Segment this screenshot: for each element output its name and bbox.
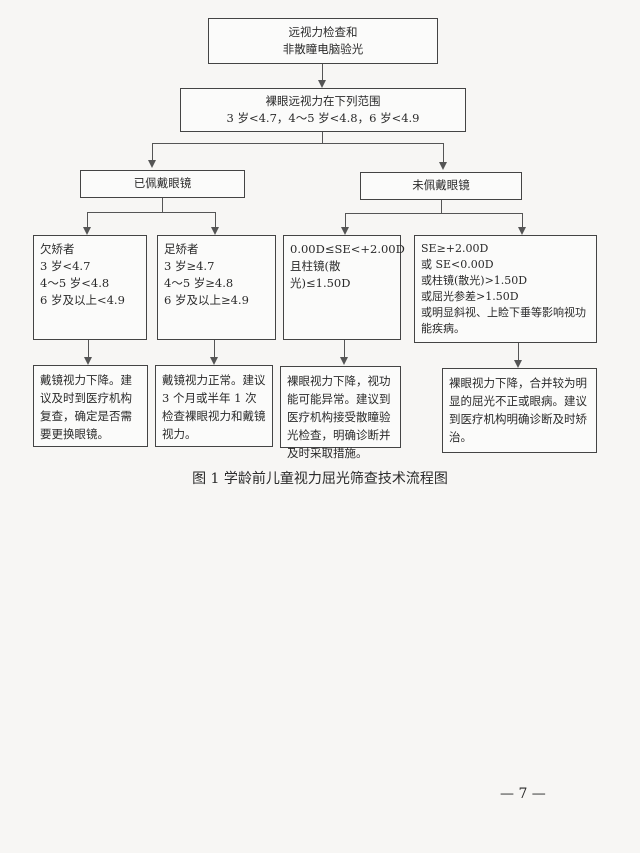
text: 戴镜视力正常。建议 3 个月或半年 1 次检查裸眼视力和戴镜视力。	[162, 373, 266, 441]
arrow-icon	[211, 227, 219, 235]
text: 3 岁<4.7，4～5 岁<4.8，6 岁<4.9	[226, 111, 420, 125]
page-number: — 7 —	[500, 786, 546, 802]
arrow-icon	[83, 227, 91, 235]
arrow-icon	[84, 357, 92, 365]
box-normal-refraction: 0.00D≤SE<+2.00D 且柱镜(散光)≤1.50D	[283, 235, 405, 340]
box-fully-corrected: 足矫者 3 岁≥4.7 4～5 岁≥4.8 6 岁及以上≥4.9	[157, 235, 276, 340]
text: 裸眼视力下降，合并较为明显的屈光不正或眼病。建议到医疗机构明确诊断及时矫治。	[449, 376, 587, 444]
arrow-icon	[514, 360, 522, 368]
connector	[345, 213, 347, 227]
connector	[322, 64, 324, 80]
text: 4～5 岁<4.8	[40, 276, 110, 290]
connector	[87, 212, 89, 227]
text: 6 岁及以上≥4.9	[164, 293, 249, 307]
connector	[215, 212, 217, 227]
arrow-icon	[518, 227, 526, 235]
connector	[152, 143, 443, 145]
text: 3 岁<4.7	[40, 259, 91, 273]
text: 远视力检查和	[288, 25, 358, 39]
text: 或 SE<0.00D	[421, 258, 494, 271]
connector	[162, 198, 164, 212]
box-outcome-under: 戴镜视力下降。建议及时到医疗机构复查，确定是否需要更换眼镜。	[33, 365, 148, 447]
text: 已佩戴眼镜	[133, 176, 192, 190]
box-abnormal-refraction: SE≥+2.00D 或 SE<0.00D 或柱镜(散光)>1.50D 或屈光参差…	[414, 235, 597, 343]
connector	[522, 213, 524, 227]
connector	[518, 343, 520, 361]
text: 欠矫者	[40, 242, 75, 256]
box-wearing-glasses: 已佩戴眼镜	[80, 170, 245, 198]
text: 6 岁及以上<4.9	[40, 293, 125, 307]
text: 0.00D≤SE<+2.00D	[290, 242, 405, 256]
text: 裸眼视力下降，视功能可能异常。建议到医疗机构接受散瞳验光检查，明确诊断并及时采取…	[287, 374, 391, 460]
text: 或柱镜(散光)>1.50D	[421, 274, 528, 287]
text: SE≥+2.00D	[421, 242, 489, 255]
text: 非散瞳电脑验光	[282, 42, 364, 56]
connector	[88, 340, 90, 358]
connector	[214, 340, 216, 358]
arrow-icon	[210, 357, 218, 365]
box-under-corrected: 欠矫者 3 岁<4.7 4～5 岁<4.8 6 岁及以上<4.9	[33, 235, 147, 340]
connector	[152, 143, 154, 161]
box-not-wearing-glasses: 未佩戴眼镜	[360, 172, 522, 200]
connector	[87, 212, 215, 214]
text: 戴镜视力下降。建议及时到医疗机构复查，确定是否需要更换眼镜。	[40, 373, 132, 441]
box-outcome-full: 戴镜视力正常。建议 3 个月或半年 1 次检查裸眼视力和戴镜视力。	[155, 365, 273, 447]
text: 且柱镜(散光)≤1.50D	[290, 259, 351, 290]
connector	[345, 213, 522, 215]
connector	[441, 200, 443, 213]
arrow-icon	[318, 80, 326, 88]
connector	[322, 132, 324, 144]
text: 足矫者	[164, 242, 199, 256]
connector	[443, 143, 445, 163]
arrow-icon	[439, 162, 447, 170]
text: 未佩戴眼镜	[412, 178, 470, 192]
box-start: 远视力检查和 非散瞳电脑验光	[208, 18, 438, 64]
figure-caption: 图 1 学龄前儿童视力屈光筛查技术流程图	[192, 471, 448, 487]
text: 或明显斜视、上睑下垂等影响视功能疾病。	[421, 306, 586, 335]
arrow-icon	[340, 357, 348, 365]
box-range: 裸眼远视力在下列范围 3 岁<4.7，4～5 岁<4.8，6 岁<4.9	[180, 88, 466, 132]
text: 或屈光参差>1.50D	[421, 290, 519, 303]
arrow-icon	[341, 227, 349, 235]
text: 裸眼远视力在下列范围	[265, 94, 381, 108]
arrow-icon	[148, 160, 156, 168]
connector	[344, 340, 346, 358]
text: 4～5 岁≥4.8	[164, 276, 234, 290]
box-outcome-abnormal: 裸眼视力下降，合并较为明显的屈光不正或眼病。建议到医疗机构明确诊断及时矫治。	[442, 368, 597, 453]
box-outcome-normal: 裸眼视力下降，视功能可能异常。建议到医疗机构接受散瞳验光检查，明确诊断并及时采取…	[280, 366, 401, 460]
text: 3 岁≥4.7	[164, 259, 215, 273]
